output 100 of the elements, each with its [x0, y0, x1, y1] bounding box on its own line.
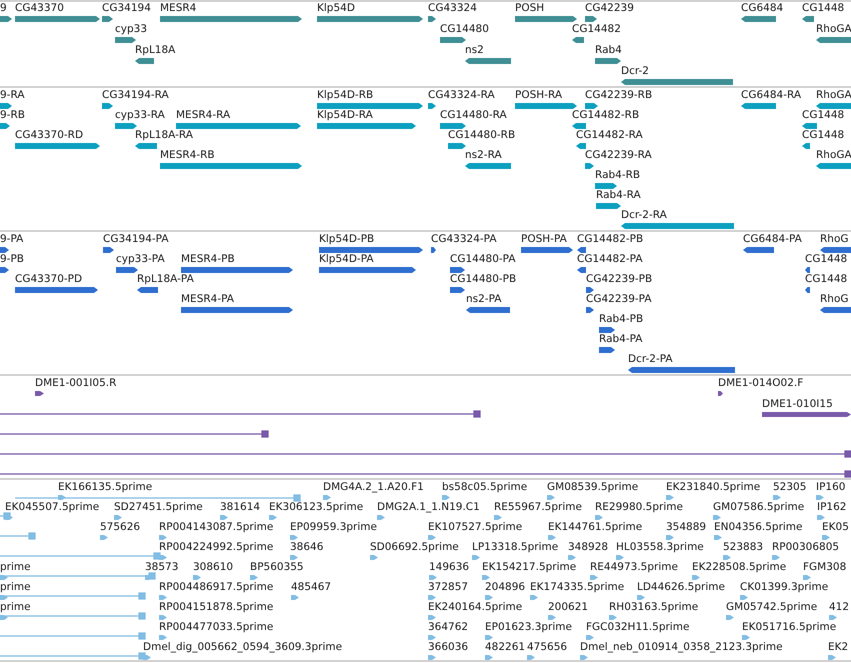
feature-label: CG6484-PA — [743, 233, 802, 245]
feature-label: HL03558.3prime — [616, 541, 704, 553]
feature-label: Klp54D-PA — [319, 253, 374, 265]
feature-label: EK045507.5prime — [5, 501, 100, 513]
feature-label: RpL18A-PA — [137, 273, 194, 285]
feature-label: CG6484-RA — [741, 89, 802, 101]
feature-label: Dcr-2-PA — [628, 353, 673, 365]
feature-label: RpL18A-RA — [135, 129, 193, 141]
feature-label: CG34194-RA — [102, 89, 169, 101]
feature-label: CG42239-PA — [586, 293, 652, 305]
feature-label: 149636 — [429, 561, 470, 573]
feature-label: 354889 — [666, 521, 706, 533]
feature-label: EK05 — [822, 521, 849, 533]
feature-label: DME1-010I15 — [762, 398, 833, 410]
feature-label: CG42239-PB — [586, 273, 652, 285]
feature-label: CG14480-RB — [448, 129, 516, 141]
feature-label: RP004477033.5prime — [159, 621, 274, 633]
feature-label: 308610 — [193, 561, 234, 573]
feature-label: bs58c05.5prime — [442, 481, 528, 493]
feature-label: MESR4-RB — [160, 149, 215, 161]
feature-label: 38573 — [145, 561, 178, 573]
feature-label: RP004143087.5prime — [159, 521, 274, 533]
feature-label: CG14480 — [440, 23, 489, 35]
feature-label: prime — [0, 561, 31, 573]
feature-label: prime — [0, 601, 31, 613]
feature-label: CG14482-RA — [576, 129, 643, 141]
feature-label: GM07586.5prime — [713, 501, 804, 513]
feature-label: RE29980.5prime — [595, 501, 683, 513]
feature-label: CG42239-RA — [585, 149, 652, 161]
feature-label: 412 — [829, 601, 850, 613]
feature-label: CG14480-PA — [450, 253, 516, 265]
feature-label: RP004486917.5prime — [159, 581, 274, 593]
feature-label: POSH-PA — [521, 233, 567, 245]
feature-label: 9-PA — [0, 233, 24, 245]
feature-label: CG14482-PA — [577, 253, 643, 265]
feature-label: IP162 — [817, 501, 846, 513]
feature-label: MESR4-PB — [181, 253, 235, 265]
feature-label: CG14482 — [572, 23, 621, 35]
feature-label: CG42239-RB — [585, 89, 652, 101]
feature-label: Rab4 — [595, 44, 622, 56]
feature-label: IP160 — [816, 481, 846, 493]
feature-label: Klp54D-RA — [317, 109, 373, 121]
feature-label: 204896 — [485, 581, 526, 593]
feature-label: Dmel_dig_005662_0594_3609.3prime — [143, 641, 342, 653]
feature-label: Klp54D-PB — [319, 233, 374, 245]
feature-label: EK154217.5prime — [482, 561, 576, 573]
feature-label: EP01623.3prime — [485, 621, 572, 633]
feature-label: FGC032H11.5prime — [586, 621, 690, 633]
feature-label: RpL18A — [135, 44, 176, 56]
feature-label: DMG4A.2_1.A20.F1 — [323, 481, 424, 493]
feature-label: Dcr-2-RA — [621, 209, 667, 221]
feature-label: RP00306805 — [772, 541, 840, 553]
feature-label: 381614 — [220, 501, 260, 513]
feature-label: EK107527.5prime — [428, 521, 522, 533]
feature-label: 9-RB — [0, 109, 25, 121]
feature-label: RE55967.5prime — [494, 501, 582, 513]
feature-label: 485467 — [291, 581, 332, 593]
feature-label: CG34194-PA — [103, 233, 169, 245]
feature-label: CG43324-RA — [428, 89, 495, 101]
feature-label: RH03163.5prime — [609, 601, 698, 613]
feature-label: 200621 — [548, 601, 588, 613]
feature-label: EN04356.5prime — [714, 521, 802, 533]
feature-label: FGM308 — [803, 561, 846, 573]
feature-label: CG43370-RD — [15, 129, 84, 141]
feature-label: CG14482-PB — [577, 233, 644, 245]
feature-label: POSH-RA — [515, 89, 562, 101]
feature-label: GM05742.5prime — [726, 601, 818, 613]
feature-label: DME1-014O02.F — [718, 377, 804, 389]
feature-label: DMG2A.1_1.N19.C1 — [377, 501, 480, 513]
feature-label: CK01399.3prime — [740, 581, 828, 593]
feature-label: 482261 — [485, 641, 526, 653]
feature-label: RE44973.5prime — [590, 561, 678, 573]
feature-label: 52305 — [773, 481, 806, 493]
feature-label: CG1448 — [805, 253, 848, 265]
feature-label: EK231840.5prime — [666, 481, 760, 493]
feature-label: CG1448 — [802, 109, 844, 121]
feature-label: ns2 — [465, 44, 484, 56]
feature-label: cyp33-PA — [116, 253, 165, 265]
feature-label: CG1448 — [802, 129, 844, 141]
feature-label: 372857 — [428, 581, 468, 593]
feature-label: CG34194 — [102, 2, 151, 14]
feature-label: CG43324-PA — [431, 233, 497, 245]
feature-label: DME1-001I05.R — [35, 377, 116, 389]
feature-label: CG1448 — [802, 2, 844, 14]
feature-label: MESR4-RA — [176, 109, 230, 121]
feature-label: 9-PB — [0, 253, 24, 265]
feature-label: EK240164.5prime — [428, 601, 522, 613]
feature-label: MESR4-PA — [181, 293, 234, 305]
feature-label: POSH — [515, 2, 544, 14]
feature-label: LD44626.5prime — [637, 581, 725, 593]
feature-label: 9-RA — [0, 89, 25, 101]
feature-label: CG14480-PB — [450, 273, 516, 285]
feature-label: CG1448 — [805, 273, 848, 285]
feature-label: cyp33 — [115, 23, 148, 35]
feature-label: EK228508.5prime — [692, 561, 786, 573]
feature-label: CG6484 — [741, 2, 784, 14]
feature-label: BP560355 — [250, 561, 304, 573]
feature-label: prime — [0, 581, 31, 593]
feature-label: EK306123.5prime — [269, 501, 364, 513]
feature-label: CG43324 — [428, 2, 477, 14]
